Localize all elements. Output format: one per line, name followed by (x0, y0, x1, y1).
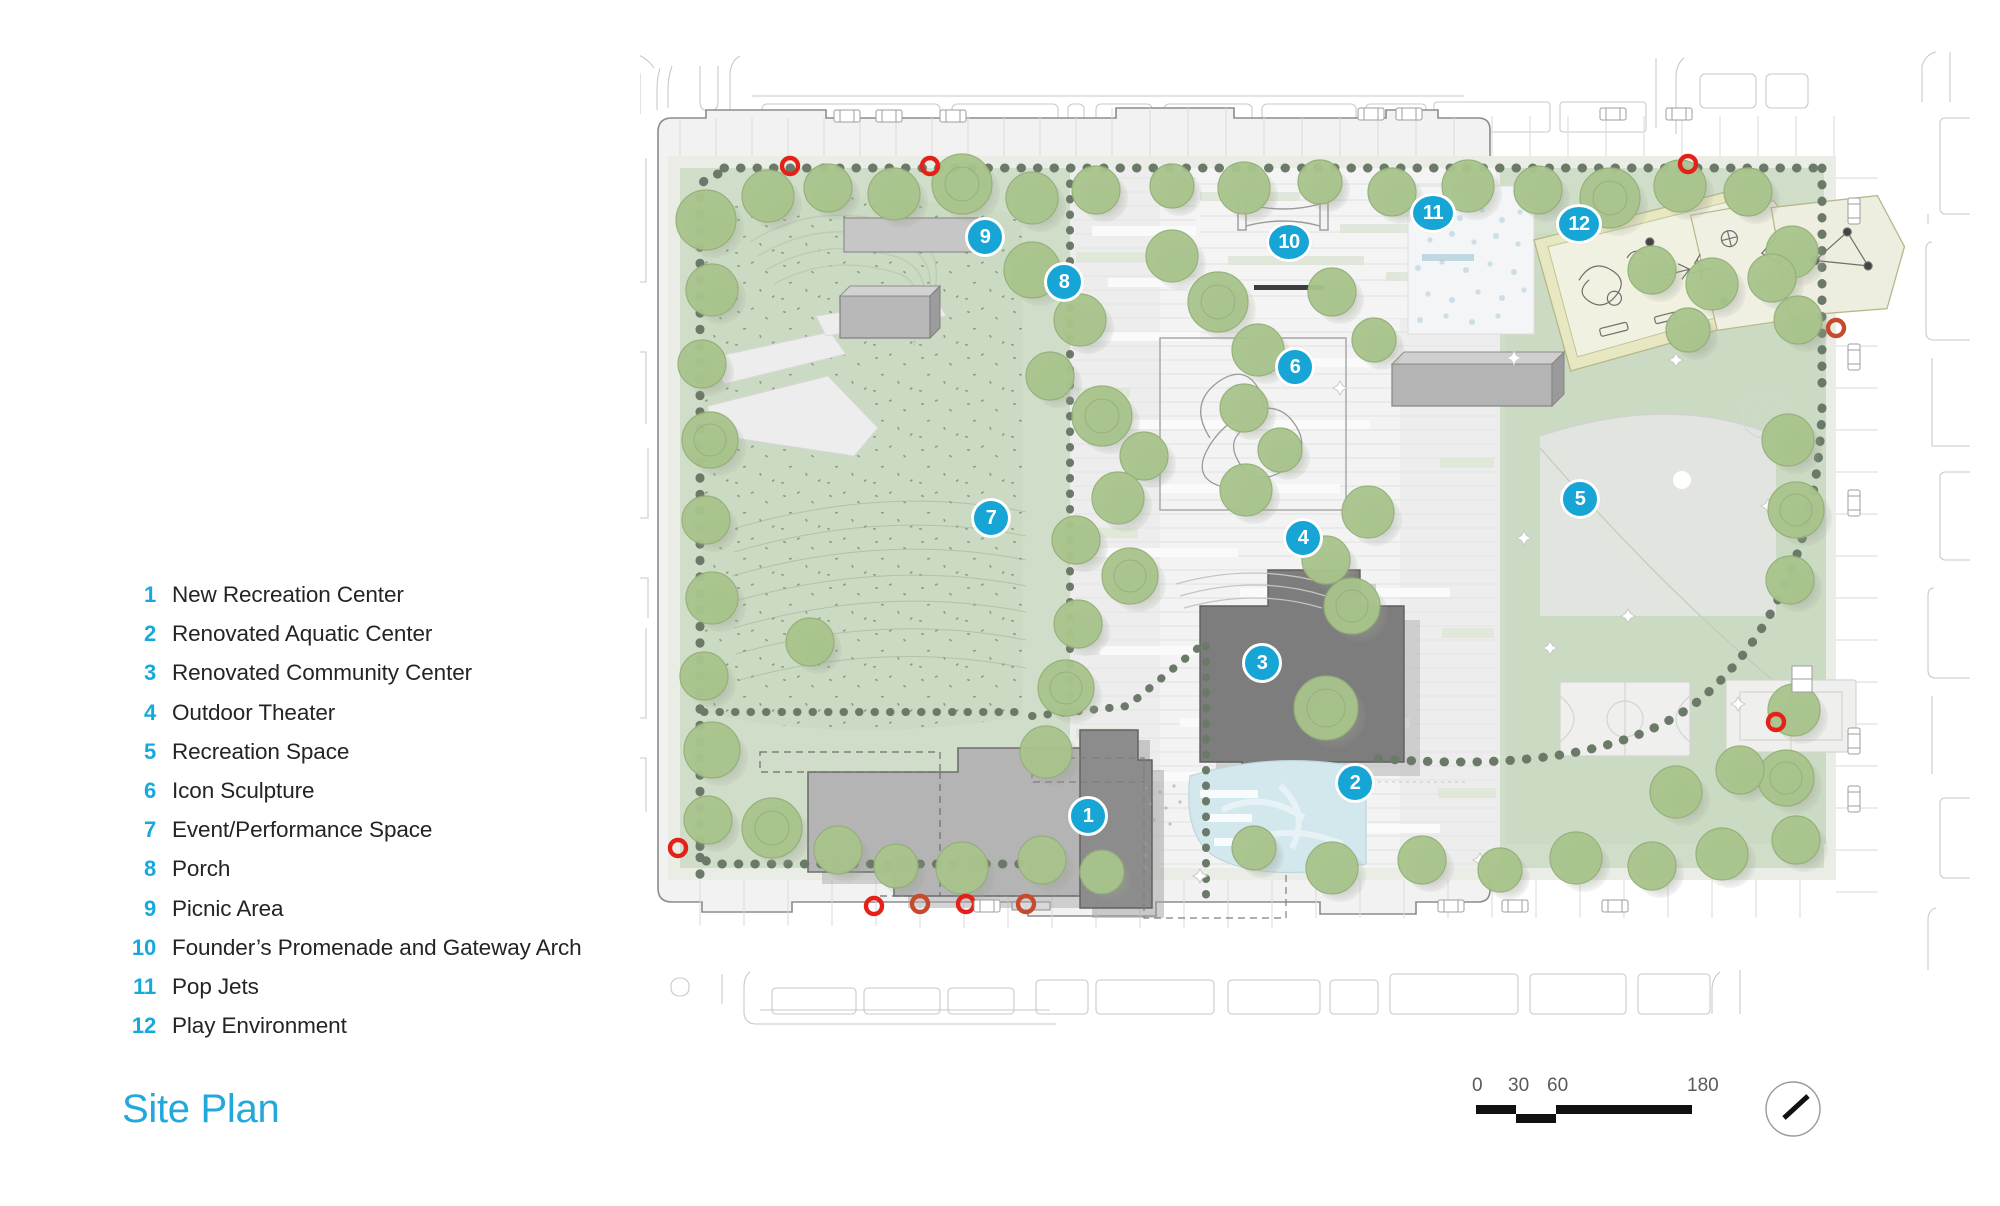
legend-item-7[interactable]: 7 Event/Performance Space (118, 817, 638, 856)
legend-item-1[interactable]: 1 New Recreation Center (118, 582, 638, 621)
map-marker-4[interactable]: 4 (1283, 518, 1323, 558)
legend-number: 7 (143, 817, 156, 843)
map-marker-9[interactable]: 9 (965, 217, 1005, 257)
map-marker-6[interactable]: 6 (1275, 347, 1315, 387)
legend-label: Founder’s Promenade and Gateway Arch (172, 934, 582, 960)
legend-item-10[interactable]: 10 Founder’s Promenade and Gateway Arch (118, 935, 638, 974)
outdoor-theater (1175, 572, 1329, 609)
scale-segment-c (1556, 1105, 1692, 1114)
lawn-contours (731, 500, 1027, 681)
scale-bar-segments (1472, 1105, 1722, 1127)
map-marker-7[interactable]: 7 (971, 498, 1011, 538)
legend-label: Picnic Area (172, 895, 284, 921)
scale-tick-180: 180 (1687, 1075, 1719, 1096)
legend-item-2[interactable]: 2 Renovated Aquatic Center (118, 621, 638, 660)
legend-number: 12 (131, 1013, 156, 1039)
legend-number: 5 (143, 738, 156, 764)
map-marker-11[interactable]: 11 (1410, 193, 1456, 233)
legend-number: 10 (131, 934, 156, 960)
map-marker-8[interactable]: 8 (1044, 262, 1084, 302)
legend-label: Renovated Community Center (172, 660, 473, 686)
promenade-marker-bar (1254, 285, 1324, 290)
legend-item-4[interactable]: 4 Outdoor Theater (118, 700, 638, 739)
north-arrow-icon (1765, 1081, 1821, 1137)
pool-deck-dots (1144, 784, 1182, 870)
legend-label: Icon Sculpture (172, 777, 315, 803)
scale-tick-30: 30 (1508, 1075, 1530, 1096)
scale-bar: 0 30 60 180 (1472, 1075, 1722, 1127)
legend-label: Renovated Aquatic Center (172, 621, 433, 647)
legend-item-8[interactable]: 8 Porch (118, 856, 638, 895)
legend-number: 8 (143, 856, 156, 882)
legend-label: Outdoor Theater (172, 699, 336, 725)
legend-item-6[interactable]: 6 Icon Sculpture (118, 778, 638, 817)
legend-number: 3 (143, 660, 156, 686)
site-plan-drawing (640, 51, 1970, 1025)
legend-number: 1 (143, 582, 156, 607)
event-performance-lawn (702, 197, 1027, 731)
legend-number: 11 (133, 973, 156, 999)
legend-number: 9 (143, 895, 156, 921)
legend-list: 1 New Recreation Center 2 Renovated Aquatic… (118, 582, 638, 1052)
legend-item-5[interactable]: 5 Recreation Space (118, 739, 638, 778)
recreation-space (1506, 234, 1857, 844)
map-marker-2[interactable]: 2 (1335, 763, 1375, 803)
legend-number: 6 (143, 777, 156, 803)
legend-label: Event/Performance Space (172, 817, 433, 843)
legend-item-11[interactable]: 11 Pop Jets (118, 974, 638, 1013)
scale-tick-labels: 0 30 60 180 (1472, 1075, 1722, 1099)
map-marker-10[interactable]: 10 (1266, 222, 1312, 262)
legend-label: Recreation Space (172, 738, 350, 764)
legend-label: Play Environment (172, 1013, 347, 1039)
map-marker-5[interactable]: 5 (1560, 479, 1600, 519)
map-marker-1[interactable]: 1 (1068, 796, 1108, 836)
utility-boxes (1791, 665, 1813, 693)
scale-tick-60: 60 (1547, 1075, 1569, 1096)
scale-tick-0: 0 (1472, 1075, 1483, 1096)
page-title: Site Plan (122, 1087, 280, 1131)
scale-segment-a (1476, 1105, 1516, 1114)
parked-cars (833, 107, 1861, 913)
legend-number: 2 (143, 621, 156, 647)
legend-item-3[interactable]: 3 Renovated Community Center (118, 660, 638, 699)
legend-item-9[interactable]: 9 Picnic Area (118, 896, 638, 935)
tree-canopies (675, 153, 1832, 902)
service-building (1390, 350, 1566, 408)
legend-label: New Recreation Center (172, 582, 404, 607)
porch-structure (838, 217, 979, 340)
legend-number: 4 (143, 699, 156, 725)
map-marker-12[interactable]: 12 (1556, 204, 1602, 244)
legend-label: Pop Jets (172, 973, 259, 999)
legend-label: Porch (172, 856, 231, 882)
map-marker-3[interactable]: 3 (1242, 643, 1282, 683)
scale-segment-b (1516, 1114, 1556, 1123)
legend-item-12[interactable]: 12 Play Environment (118, 1013, 638, 1052)
